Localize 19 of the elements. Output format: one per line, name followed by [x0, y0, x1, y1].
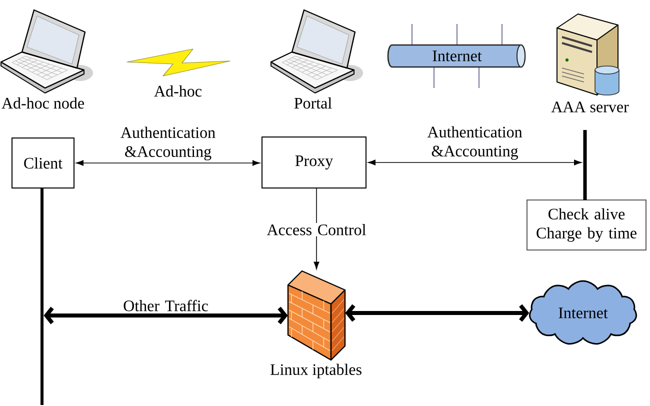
edge-label: Authentication &Accounting — [110, 126, 226, 162]
icon-label: Portal — [294, 97, 332, 109]
cloud: Internet — [529, 280, 637, 345]
double-arrow — [368, 160, 582, 166]
icon-label: AAA server — [551, 102, 629, 112]
edge-label: Access Control — [266, 223, 368, 236]
double-arrow — [345, 304, 530, 322]
icon-label: Linux iptables — [270, 364, 362, 378]
edge-label: Authentication &Accounting — [417, 125, 533, 161]
lifeline — [40, 188, 44, 405]
double-arrow — [44, 306, 288, 324]
process-box: Client — [12, 138, 74, 188]
icon-label: Ad-hoc node — [2, 97, 84, 109]
process-box: Proxy — [262, 136, 366, 188]
double-arrow — [76, 160, 260, 166]
network-bus: Internet — [387, 24, 526, 88]
icon-label: Ad-hoc — [154, 85, 202, 97]
edge-label: Other Traffic — [122, 298, 210, 312]
process-box: Check alive Charge by time — [526, 200, 646, 250]
